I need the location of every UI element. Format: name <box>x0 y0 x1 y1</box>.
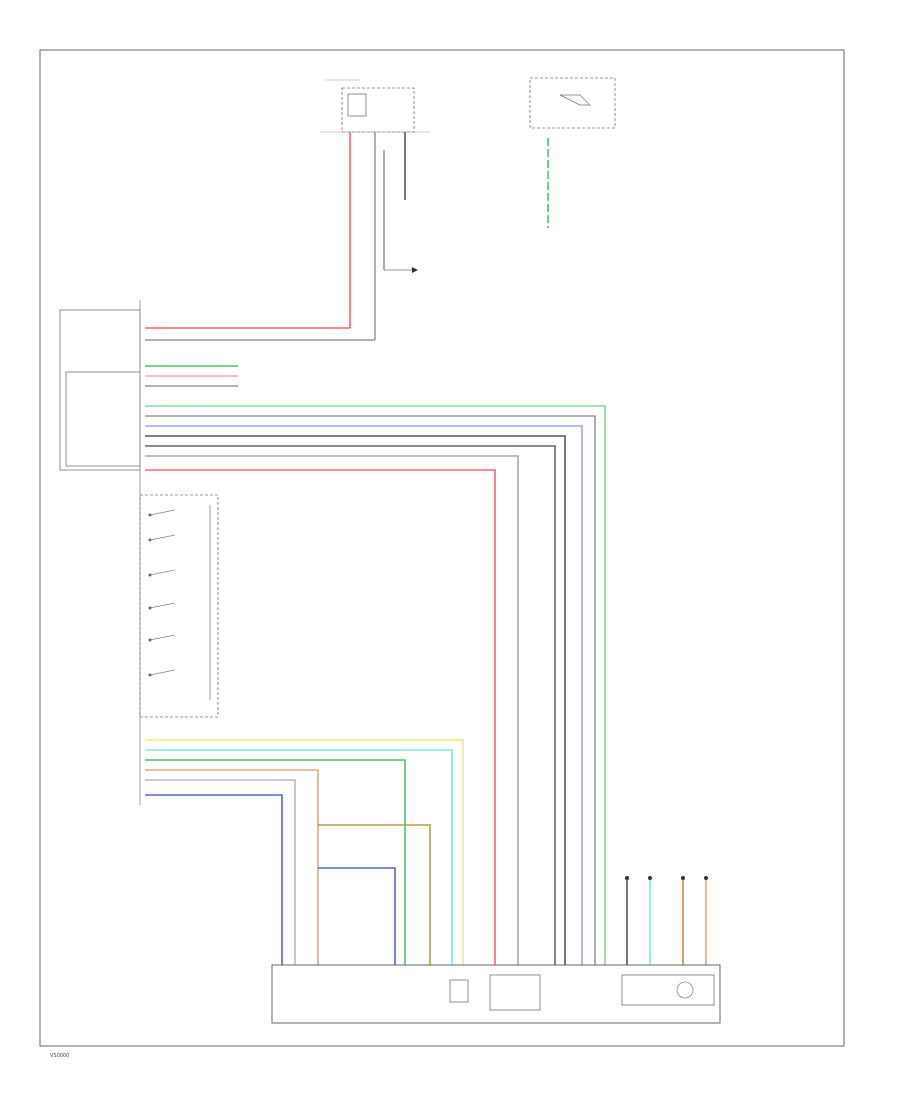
lower-tan-wire <box>145 769 319 905</box>
harness-gray-long-2 <box>145 455 519 905</box>
lower-white-wire <box>145 779 296 905</box>
sensor-top-right <box>529 77 616 129</box>
harness-blue-long <box>145 425 583 905</box>
lower-cyan-wire <box>145 749 453 905</box>
harness-darkgray-1 <box>145 435 566 905</box>
blue-branch-wire <box>318 867 396 965</box>
bottom-control-module <box>271 964 721 1024</box>
module-drop-wires <box>294 905 606 965</box>
arrow-icon <box>412 267 418 273</box>
harness-gray-long-1 <box>145 415 596 905</box>
harness-pink-long <box>145 469 496 905</box>
right-connector-wires <box>625 876 708 965</box>
harness-green-long <box>145 405 606 905</box>
harness-darkgray-2 <box>145 445 556 905</box>
olive-branch-wire <box>318 824 431 965</box>
diagram-code: VS0000 <box>50 1053 69 1059</box>
lower-yellow-wire <box>145 739 464 905</box>
switch-module <box>139 494 219 718</box>
left-harness <box>59 300 141 805</box>
diagram-frame <box>39 49 845 1047</box>
fuse-block <box>320 79 430 133</box>
lower-blue-wire <box>145 794 283 965</box>
lower-green-wire <box>145 759 406 905</box>
